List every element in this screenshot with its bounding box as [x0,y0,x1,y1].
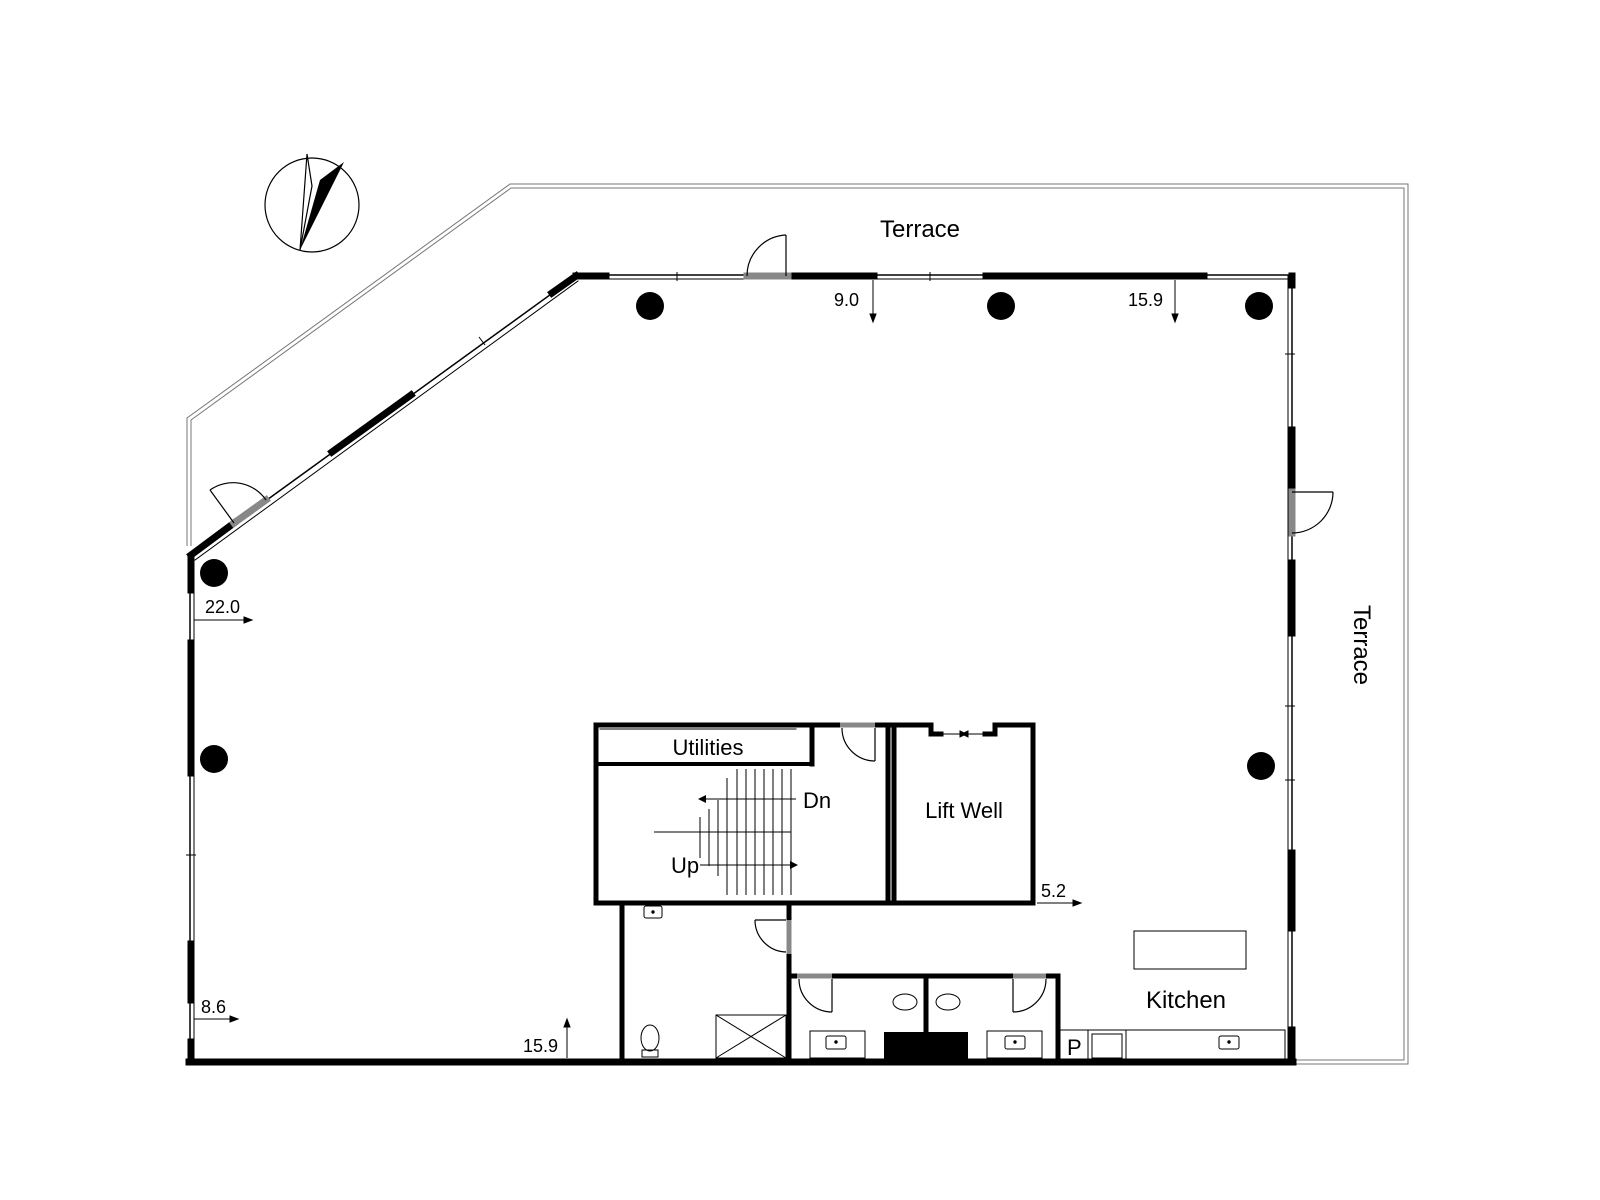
level-marker-label: 15.9 [523,1036,558,1056]
columns [200,292,1275,780]
lift-door-arrows [943,730,984,738]
stair-down-label: Dn [803,788,831,813]
level-marker-label: 22.0 [205,597,240,617]
stair-arrowheads [698,795,798,869]
kitchen-island [1133,930,1247,970]
column [200,559,228,587]
stair-up-label: Up [671,853,699,878]
lift-well-label: Lift Well [925,798,1003,823]
column [987,292,1015,320]
toilet [892,993,918,1011]
window-mullions [186,272,1295,856]
door-swings [209,234,1334,534]
column [200,745,228,773]
vestibule-door-swing [841,727,876,762]
column [1245,292,1273,320]
kitchen-bench [1057,1029,1286,1061]
core-walls [593,722,1036,906]
toilet [935,993,961,1011]
pantry-label: P [1067,1035,1082,1060]
level-marker-label: 15.9 [1128,290,1163,310]
services-duct [884,1032,968,1060]
utilities-label: Utilities [673,735,744,760]
vanity [809,1030,866,1059]
level-marker-label: 5.2 [1041,881,1066,901]
bathroom-doors [786,920,1046,979]
shower [715,1014,787,1059]
kitchen-label: Kitchen [1146,987,1226,1014]
level-marker-lines [194,280,1179,1058]
column [636,292,664,320]
exterior-walls [185,271,1297,1066]
bathroom-walls [619,900,1061,1065]
bathroom-door-swings [754,919,1047,1013]
basin [643,905,663,919]
terrace-label-right: Terrace [1348,605,1375,685]
level-marker-label: 9.0 [834,290,859,310]
north-arrow-icon [264,153,360,253]
vanity [986,1030,1043,1059]
column [1247,752,1275,780]
stair-treads [654,769,796,895]
toilet [640,1024,660,1052]
terrace-label-top: Terrace [880,216,960,243]
level-marker-label: 8.6 [201,997,226,1017]
terrace-outline [186,183,1409,1065]
fixtures [640,905,1286,1061]
kitchen-sink [1218,1035,1240,1050]
